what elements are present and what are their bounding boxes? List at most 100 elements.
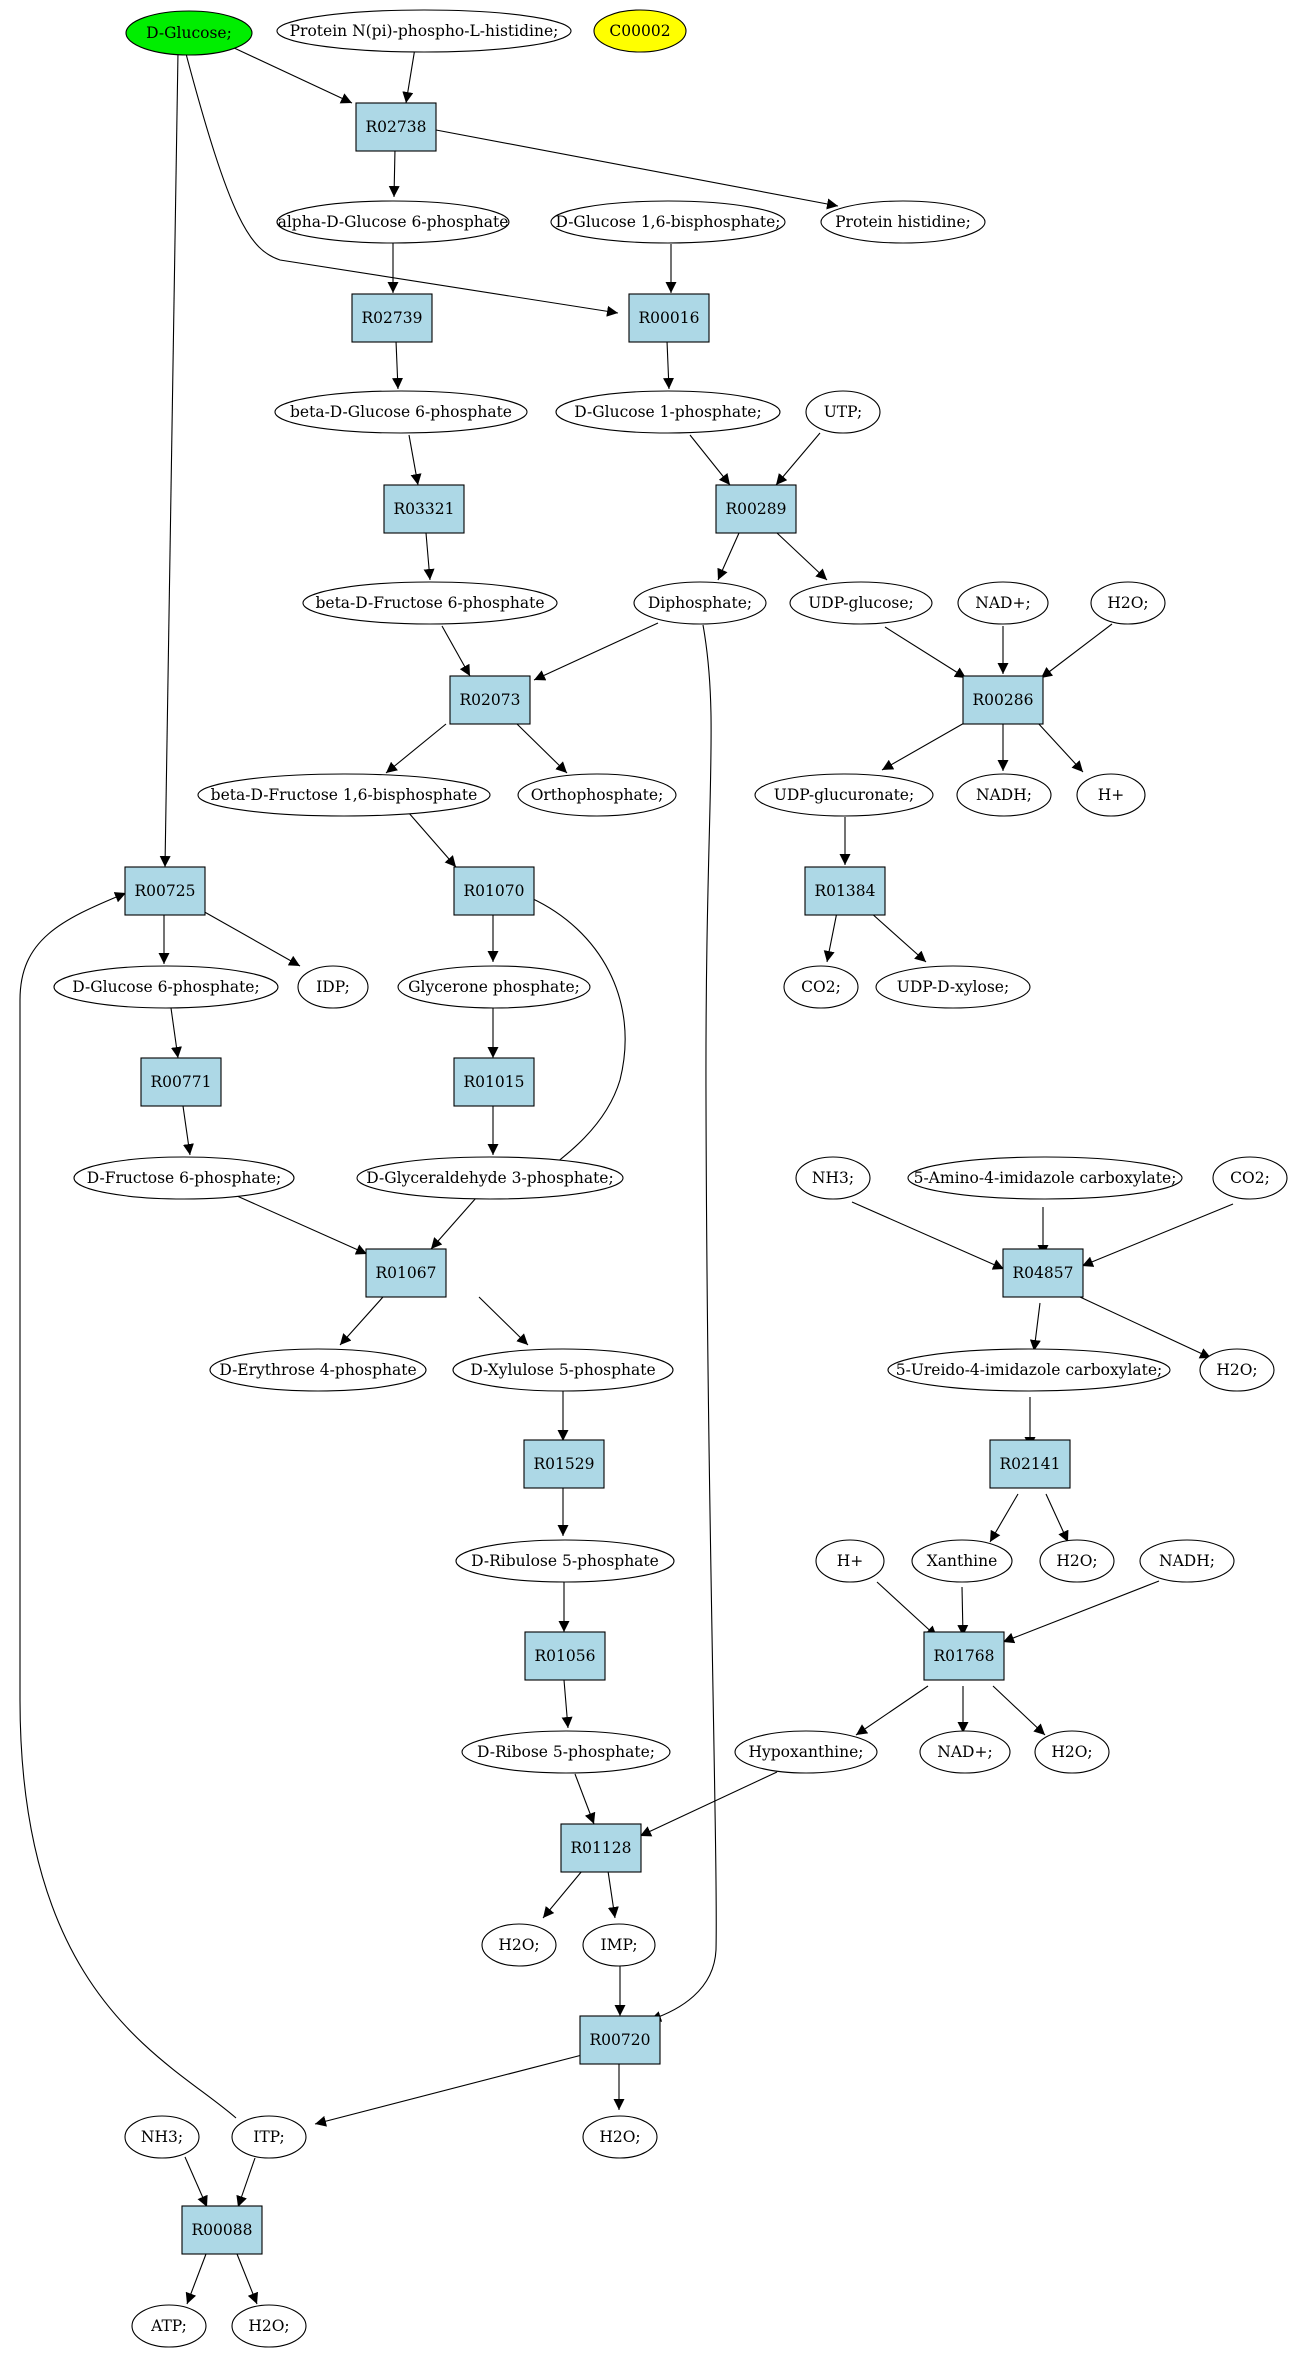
reaction-node-r00286[interactable]: R00286 <box>962 675 1044 725</box>
compound-node-aglc6p[interactable]: alpha-D-Glucose 6-phosphate <box>276 200 510 244</box>
reaction-node-r01768[interactable]: R01768 <box>923 1631 1005 1681</box>
compound-node-bfru6p[interactable]: beta-D-Fructose 6-phosphate <box>302 581 558 625</box>
compound-node-c00002[interactable]: C00002 <box>593 9 687 53</box>
reaction-node-r02738[interactable]: R02738 <box>355 102 437 152</box>
reaction-box <box>560 1823 642 1873</box>
reaction-node-r00725[interactable]: R00725 <box>124 866 206 916</box>
compound-node-h2o-d[interactable]: H2O; <box>1034 1730 1110 1774</box>
reaction-node-r01529[interactable]: R01529 <box>523 1439 605 1489</box>
compound-node-r5p[interactable]: D-Ribose 5-phosphate; <box>461 1730 671 1774</box>
compound-node-imp[interactable]: IMP; <box>582 1923 656 1967</box>
reaction-box <box>579 2015 661 2065</box>
compound-node-h2o-e[interactable]: H2O; <box>481 1923 557 1967</box>
compound-node-h2o-a[interactable]: H2O; <box>1090 581 1166 625</box>
reaction-node-r00289[interactable]: R00289 <box>715 484 797 534</box>
compound-node-prothis[interactable]: Protein histidine; <box>820 200 986 244</box>
reaction-label: R01070 <box>464 882 525 900</box>
reaction-node-r00720[interactable]: R00720 <box>579 2015 661 2065</box>
compound-node-hp2[interactable]: H+ <box>815 1539 885 1583</box>
reaction-node-r03321[interactable]: R03321 <box>383 484 465 534</box>
reaction-node-r01384[interactable]: R01384 <box>804 866 886 916</box>
compound-node-h2o-b[interactable]: H2O; <box>1199 1348 1275 1392</box>
compound-node-fru6p[interactable]: D-Fructose 6-phosphate; <box>73 1156 295 1200</box>
compound-node-udpxylose[interactable]: UDP-D-xylose; <box>875 965 1031 1009</box>
compound-node-h2o-g[interactable]: H2O; <box>231 2304 307 2348</box>
compound-node-bfru16bp[interactable]: beta-D-Fructose 1,6-bisphosphate <box>197 773 491 817</box>
compound-node-idp[interactable]: IDP; <box>297 965 369 1009</box>
compound-node-diphosphate[interactable]: Diphosphate; <box>633 581 767 625</box>
edge <box>408 434 422 486</box>
edge <box>881 721 967 771</box>
reaction-node-r01015[interactable]: R01015 <box>453 1057 535 1107</box>
compound-label: D-Glucose 1-phosphate; <box>574 403 761 421</box>
compound-label: NADH; <box>976 786 1032 804</box>
compound-node-hp1[interactable]: H+ <box>1076 773 1146 817</box>
compound-node-itp[interactable]: ITP; <box>231 2115 307 2159</box>
compound-label: H2O; <box>1107 594 1148 612</box>
reaction-node-r00088[interactable]: R00088 <box>181 2205 263 2255</box>
compound-node-protnphosphohis[interactable]: Protein N(pi)-phospho-L-histidine; <box>276 9 572 53</box>
compound-node-e4p[interactable]: D-Erythrose 4-phosphate <box>209 1348 427 1392</box>
reaction-node-r01128[interactable]: R01128 <box>560 1823 642 1873</box>
reaction-node-r01070[interactable]: R01070 <box>453 866 535 916</box>
compound-node-utp[interactable]: UTP; <box>805 390 881 434</box>
compound-node-nh3a[interactable]: NH3; <box>795 1156 871 1200</box>
compound-node-h2o-f[interactable]: H2O; <box>582 2115 658 2159</box>
edge <box>236 2253 259 2305</box>
compound-node-atp[interactable]: ATP; <box>131 2304 207 2348</box>
compound-ellipse <box>276 9 572 53</box>
edge <box>441 625 471 677</box>
compound-node-orthophosphate[interactable]: Orthophosphate; <box>517 773 677 817</box>
compound-node-co2a[interactable]: CO2; <box>783 965 859 1009</box>
compound-node-gap[interactable]: D-Glyceraldehyde 3-phosphate; <box>356 1156 624 1200</box>
compound-ellipse <box>734 1730 878 1774</box>
edge <box>533 622 659 681</box>
compound-node-dhap[interactable]: Glycerone phosphate; <box>397 965 591 1009</box>
compound-node-h2o-c[interactable]: H2O; <box>1039 1539 1115 1583</box>
compound-node-hypoxanthine[interactable]: Hypoxanthine; <box>734 1730 878 1774</box>
compound-node-nh3b[interactable]: NH3; <box>124 2115 200 2159</box>
compound-node-co2b[interactable]: CO2; <box>1212 1156 1288 1200</box>
compound-node-udpglucuronate[interactable]: UDP-glucuronate; <box>754 773 934 817</box>
reaction-node-r01056[interactable]: R01056 <box>524 1631 606 1681</box>
compound-node-bglc6p[interactable]: beta-D-Glucose 6-phosphate <box>274 390 528 434</box>
compound-node-xu5p[interactable]: D-Xylulose 5-phosphate <box>452 1348 674 1392</box>
compound-node-glc16bp[interactable]: D-Glucose 1,6-bisphosphate; <box>550 200 786 244</box>
compound-node-nadh2[interactable]: NADH; <box>1139 1539 1235 1583</box>
compound-node-glc1p[interactable]: D-Glucose 1-phosphate; <box>555 390 781 434</box>
compound-node-uic[interactable]: 5-Ureido-4-imidazole carboxylate; <box>887 1348 1171 1392</box>
compound-node-nadh1[interactable]: NADH; <box>956 773 1052 817</box>
edge <box>851 1201 1005 1270</box>
reaction-node-r02073[interactable]: R02073 <box>449 675 531 725</box>
compound-ellipse <box>633 581 767 625</box>
edge <box>542 1870 583 1919</box>
reaction-node-r01067[interactable]: R01067 <box>365 1248 447 1298</box>
compound-node-aic[interactable]: 5-Amino-4-imidazole carboxylate; <box>907 1156 1183 1200</box>
compound-node-nadp1[interactable]: NAD+; <box>957 581 1049 625</box>
compound-label: UTP; <box>824 403 863 421</box>
reaction-node-r00016[interactable]: R00016 <box>628 293 710 343</box>
compound-node-d-glucose[interactable]: D-Glucose; <box>125 10 253 56</box>
reaction-node-r00771[interactable]: R00771 <box>140 1057 222 1107</box>
reaction-node-r04857[interactable]: R04857 <box>1002 1248 1084 1298</box>
compound-label: CO2; <box>1230 1169 1270 1187</box>
edges-layer <box>19 46 1234 2305</box>
reaction-box <box>524 1631 606 1681</box>
compound-node-glc6p[interactable]: D-Glucose 6-phosphate; <box>53 965 279 1009</box>
reaction-label: R00016 <box>639 309 700 327</box>
compound-node-nadp2[interactable]: NAD+; <box>919 1730 1011 1774</box>
compound-ellipse <box>231 2115 307 2159</box>
reaction-box <box>523 1439 605 1489</box>
compound-label: Glycerone phosphate; <box>408 978 580 996</box>
reaction-node-r02141[interactable]: R02141 <box>989 1439 1071 1489</box>
edge <box>185 2253 207 2305</box>
reaction-node-r02739[interactable]: R02739 <box>351 293 433 343</box>
edge <box>170 1007 182 1059</box>
edge <box>236 1195 368 1255</box>
edge <box>530 897 626 1181</box>
edge <box>884 626 967 679</box>
compound-node-ru5p[interactable]: D-Ribulose 5-phosphate <box>455 1539 675 1583</box>
compound-label: IMP; <box>600 1936 637 1954</box>
compound-node-udpglucose[interactable]: UDP-glucose; <box>789 581 933 625</box>
compound-node-xanthine[interactable]: Xanthine <box>911 1539 1013 1583</box>
